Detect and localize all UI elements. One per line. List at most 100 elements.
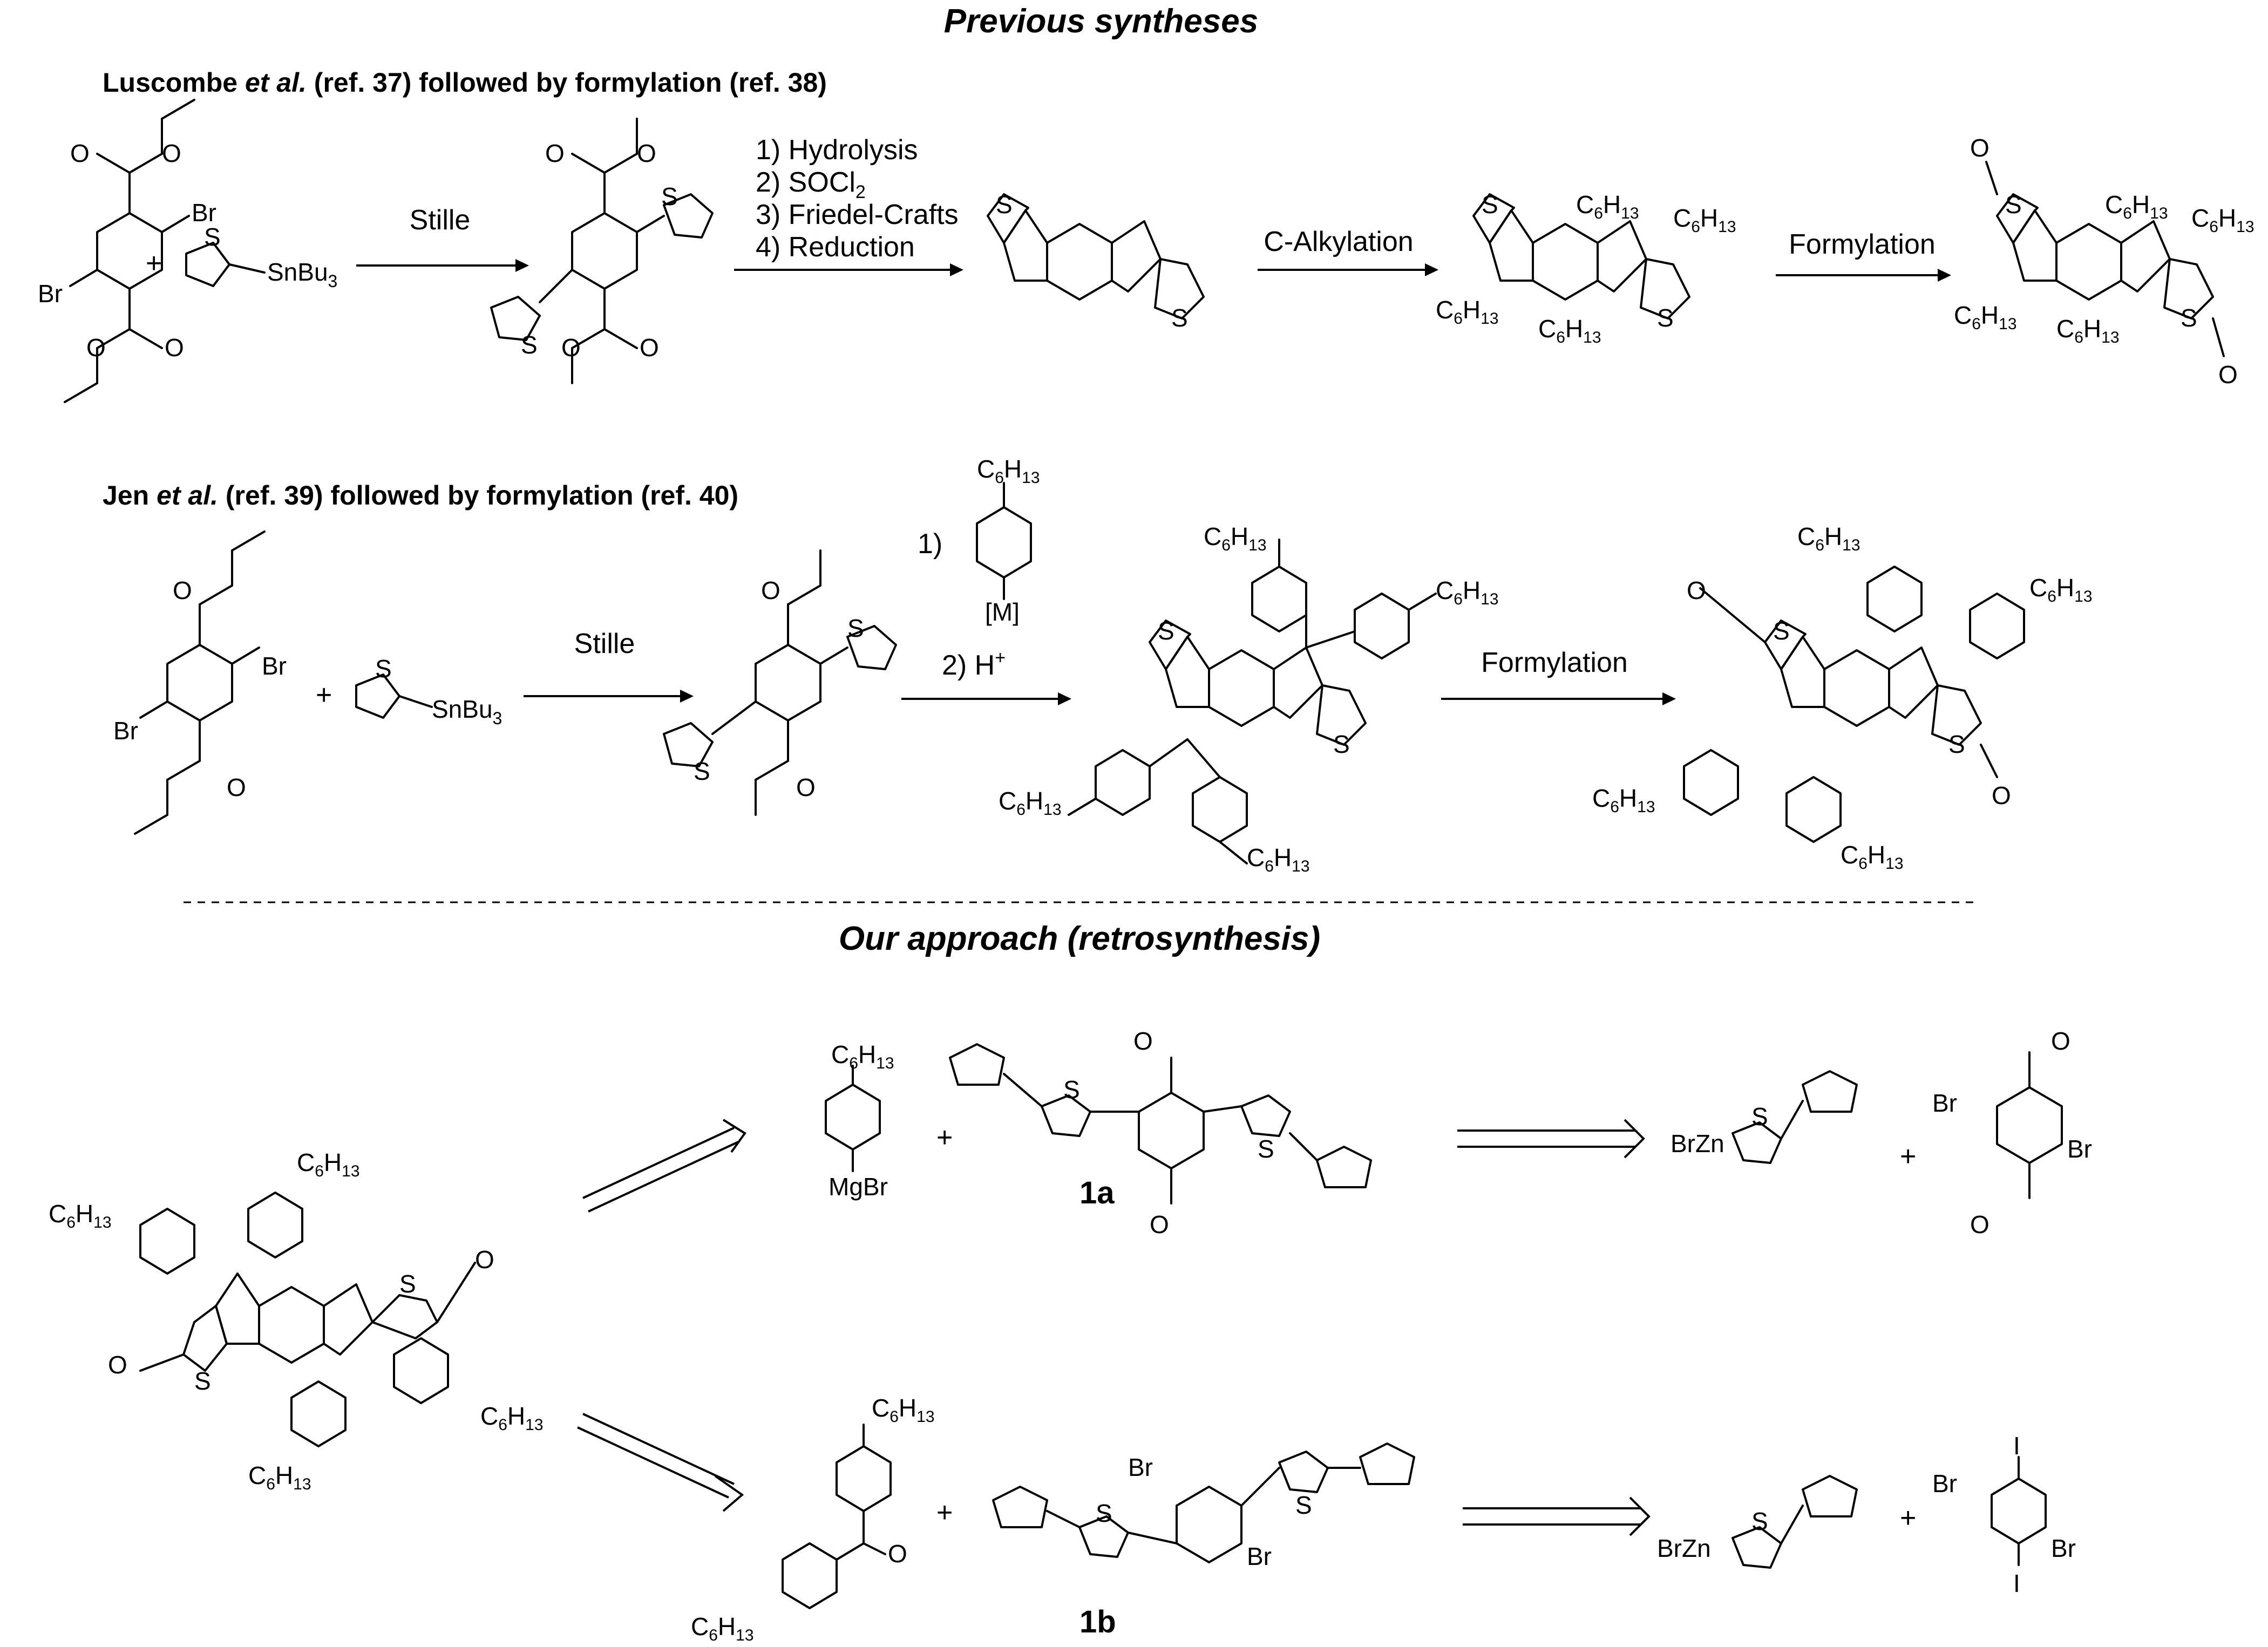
hexyl: C6H13 — [1841, 841, 1904, 873]
svg-text:O: O — [761, 576, 780, 604]
svg-text:Br: Br — [1247, 1542, 1272, 1570]
header-our-approach: Our approach (retrosynthesis) — [839, 920, 1320, 957]
svg-text:S: S — [1096, 1499, 1112, 1527]
svg-text:Br: Br — [2067, 1135, 2092, 1163]
r1-diformyl-idt: S S O O C6H13 C6H13 C6H13 C6H13 — [1954, 134, 2255, 389]
r1-step4-label: Formylation — [1789, 229, 1936, 260]
svg-text:O: O — [637, 139, 656, 167]
hexyl: C6H13 — [2105, 190, 2168, 222]
svg-text:O: O — [2218, 360, 2238, 389]
retro-arrow-lower — [577, 1413, 744, 1512]
svg-text:S: S — [1657, 304, 1674, 332]
r1-plus: + — [146, 248, 162, 279]
retro-arrow-upper-2 — [1457, 1119, 1645, 1159]
svg-text:S: S — [194, 1367, 211, 1395]
svg-text:[M]: [M] — [985, 598, 1020, 626]
svg-text:O: O — [796, 773, 816, 801]
svg-text:Br: Br — [1932, 1469, 1957, 1498]
hexyl: C6H13 — [2056, 315, 2120, 346]
retro-plus-3: + — [936, 1497, 953, 1528]
hexyl: C6H13 — [1436, 296, 1499, 328]
r1-step2-line3: 3) Friedel-Crafts — [756, 199, 959, 230]
svg-text:O: O — [1150, 1210, 1169, 1238]
hexyl: C6H13 — [49, 1200, 112, 1231]
r2-step1-label: Stille — [574, 628, 635, 659]
svg-text:S: S — [1948, 730, 1965, 758]
retro-plus-1: + — [936, 1122, 953, 1153]
svg-text:I: I — [2013, 1432, 2020, 1460]
hexyl: C6H13 — [1592, 784, 1655, 816]
r2-aryl-metal-reagent: C6H13 [M] — [976, 455, 1040, 626]
retro-dibromo-diester: Br Br O O — [1932, 1027, 2092, 1238]
svg-text:S: S — [1482, 190, 1498, 219]
svg-text:S: S — [1773, 617, 1790, 645]
svg-text:O: O — [1687, 576, 1706, 604]
r1-step2-line1: 1) Hydrolysis — [756, 134, 918, 166]
svg-text:Br: Br — [2051, 1534, 2076, 1562]
svg-text:S: S — [204, 223, 221, 251]
svg-text:S: S — [2181, 304, 2197, 332]
svg-text:O: O — [888, 1540, 907, 1568]
hexyl: C6H13 — [1576, 190, 1639, 222]
svg-text:S: S — [661, 182, 678, 210]
hexyl: C6H13 — [1204, 522, 1267, 554]
svg-text:S: S — [1333, 730, 1350, 758]
svg-text:S: S — [1258, 1135, 1274, 1163]
hexyl: C6H13 — [1436, 576, 1499, 608]
svg-text:S: S — [996, 190, 1013, 219]
retro-zinc-thiophene-2: BrZn S — [1657, 1475, 1858, 1569]
retro-plus-2: + — [1900, 1141, 1916, 1172]
retro-compound-1a: S S O O 1a — [949, 1027, 1372, 1238]
route1-title: Luscombe et al. (ref. 37) followed by fo… — [103, 67, 827, 98]
r1-dithienyl-diester: S S O O O O — [490, 118, 714, 384]
hexyl: C6H13 — [2191, 204, 2255, 236]
hexyl: C6H13 — [1247, 843, 1310, 875]
svg-text:S: S — [1751, 1102, 1768, 1131]
svg-text:MgBr: MgBr — [829, 1173, 888, 1201]
svg-text:O: O — [640, 334, 659, 362]
r2-step2a-label: 1) — [918, 528, 942, 560]
compound-1a-label: 1a — [1079, 1175, 1115, 1210]
route2-title: Jen et al. (ref. 39) followed by formyla… — [103, 480, 738, 511]
r2-step3-label: Formylation — [1481, 647, 1628, 678]
svg-text:O: O — [545, 139, 565, 167]
r2-stannyl-thiophene: S SnBu3 — [355, 655, 502, 728]
retro-arrow-lower-2 — [1463, 1496, 1651, 1536]
r2-dithienyl-diester: S S O O — [663, 549, 897, 816]
svg-text:O: O — [1970, 1210, 1989, 1238]
hexyl: C6H13 — [480, 1402, 544, 1434]
r1-step3-label: C-Alkylation — [1264, 226, 1413, 257]
hexyl: C6H13 — [1797, 522, 1860, 554]
svg-text:S: S — [1295, 1491, 1312, 1519]
r2-step2b-label: 2) H+ — [942, 648, 1006, 681]
svg-text:O: O — [2051, 1027, 2070, 1055]
svg-text:BrZn: BrZn — [1671, 1129, 1724, 1158]
svg-text:S: S — [1063, 1076, 1080, 1104]
svg-text:O: O — [108, 1351, 127, 1379]
r2-dibromo-diester: Br Br O O — [113, 530, 287, 835]
svg-text:O: O — [561, 334, 581, 362]
svg-text:Br: Br — [1128, 1453, 1153, 1481]
header-previous-syntheses: Previous syntheses — [944, 3, 1258, 40]
r2-tetraaryl-idt: S S C6H13 C6H13 C6H13 C6H13 — [999, 522, 1499, 875]
svg-text:O: O — [475, 1246, 494, 1274]
svg-text:O: O — [173, 576, 192, 604]
retro-target-idt: S S O O C6H13 C6H13 C6H13 C6H13 — [49, 1148, 544, 1493]
svg-text:BrZn: BrZn — [1657, 1534, 1711, 1562]
hexyl: C6H13 — [977, 455, 1040, 487]
svg-text:O: O — [86, 334, 106, 362]
retro-compound-1b: Br Br S S 1b — [992, 1442, 1415, 1639]
svg-text:S: S — [847, 614, 864, 642]
retro-aryl-grignard: C6H13 MgBr — [825, 1040, 894, 1201]
r1-alkyl-idt: S S C6H13 C6H13 C6H13 C6H13 — [1436, 190, 1736, 346]
svg-text:S: S — [694, 757, 710, 785]
r1-idt-core: S S — [987, 190, 1205, 332]
r1-reagent: SnBu3 — [267, 258, 337, 291]
svg-text:Br: Br — [192, 199, 216, 227]
svg-text:S: S — [2005, 190, 2022, 219]
svg-text:S: S — [1171, 304, 1188, 332]
r1-dibromo-diester: Br Br O O O O — [38, 99, 216, 403]
hexyl: C6H13 — [691, 1612, 754, 1644]
hexyl: C6H13 — [872, 1394, 935, 1426]
svg-text:S: S — [399, 1270, 416, 1298]
